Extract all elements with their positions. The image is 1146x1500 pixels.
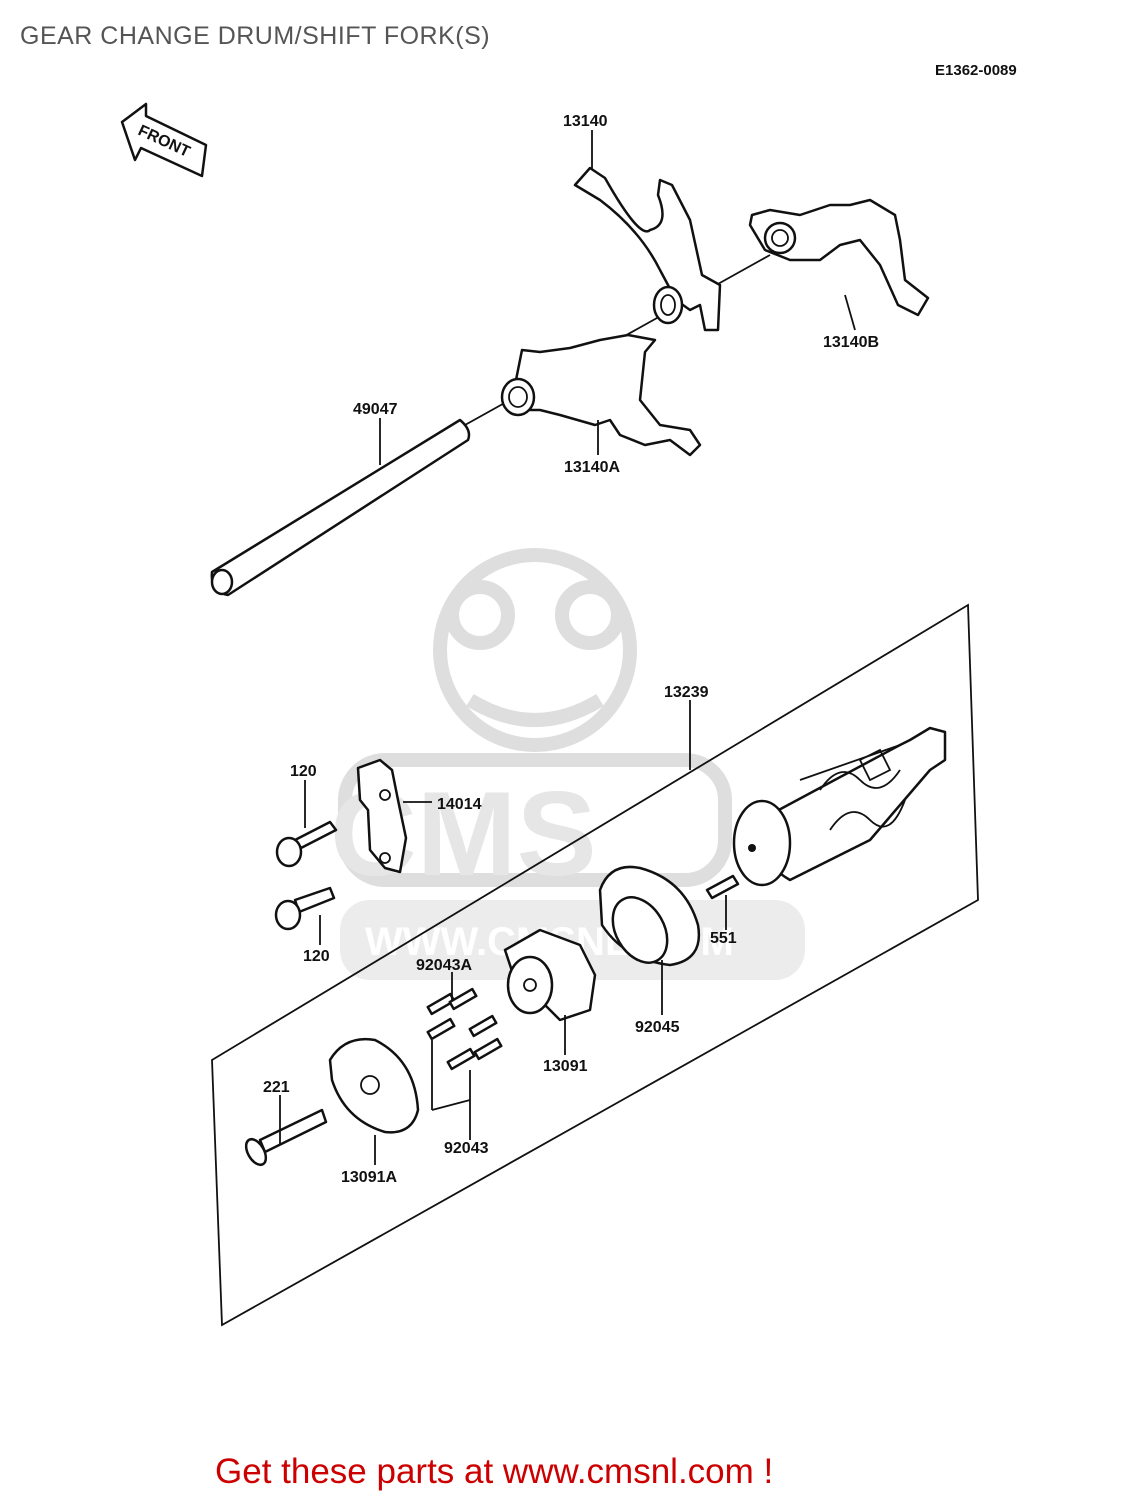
bearing-92045[interactable] bbox=[598, 865, 701, 972]
shift-rod-49047[interactable] bbox=[210, 418, 471, 597]
bolt-120-lower[interactable] bbox=[274, 886, 336, 931]
part-label-13091[interactable]: 13091 bbox=[543, 1058, 588, 1075]
page-title: GEAR CHANGE DRUM/SHIFT FORK(S) bbox=[20, 22, 491, 50]
part-label-49047[interactable]: 49047 bbox=[353, 401, 398, 418]
part-label-13140[interactable]: 13140 bbox=[563, 113, 608, 130]
part-label-120-upper[interactable]: 120 bbox=[290, 763, 317, 780]
part-labels: 13140 13140B 13140A 49047 13239 120 1401… bbox=[263, 113, 879, 1186]
part-label-13091a[interactable]: 13091A bbox=[341, 1169, 397, 1186]
part-label-92043[interactable]: 92043 bbox=[444, 1140, 489, 1157]
shift-fork-13140a[interactable] bbox=[500, 333, 702, 457]
part-label-92043a[interactable]: 92043A bbox=[416, 957, 472, 974]
pin-holder-13091[interactable] bbox=[503, 928, 597, 1022]
pin-551[interactable] bbox=[705, 874, 740, 900]
part-label-221[interactable]: 221 bbox=[263, 1079, 290, 1096]
part-label-92045[interactable]: 92045 bbox=[635, 1019, 680, 1036]
diagram-code: E1362-0089 bbox=[935, 62, 1017, 79]
gear-change-drum-13239[interactable] bbox=[732, 726, 947, 887]
pins-92043[interactable] bbox=[426, 987, 503, 1111]
part-label-13140a[interactable]: 13140A bbox=[564, 459, 620, 476]
part-label-120-lower[interactable]: 120 bbox=[303, 948, 330, 965]
plate-13091a[interactable] bbox=[328, 1037, 420, 1134]
watermark-logo: CMS WWW.CMSNL.COM bbox=[330, 548, 805, 980]
assembly-frame bbox=[211, 603, 979, 1327]
bolt-120-upper[interactable] bbox=[275, 820, 338, 868]
part-label-13239[interactable]: 13239 bbox=[664, 684, 709, 701]
holder-plate-14014[interactable] bbox=[356, 758, 408, 874]
screw-221[interactable] bbox=[242, 1108, 328, 1168]
promo-link[interactable]: Get these parts at www.cmsnl.com ! bbox=[215, 1452, 774, 1491]
front-arrow-icon: FRONT bbox=[120, 102, 208, 178]
shift-fork-13140b[interactable] bbox=[748, 198, 930, 317]
leader-lines bbox=[279, 130, 856, 1165]
part-label-14014[interactable]: 14014 bbox=[437, 796, 482, 813]
part-label-13140b[interactable]: 13140B bbox=[823, 334, 879, 351]
part-label-551[interactable]: 551 bbox=[710, 930, 737, 947]
shift-fork-13140[interactable] bbox=[573, 166, 722, 332]
